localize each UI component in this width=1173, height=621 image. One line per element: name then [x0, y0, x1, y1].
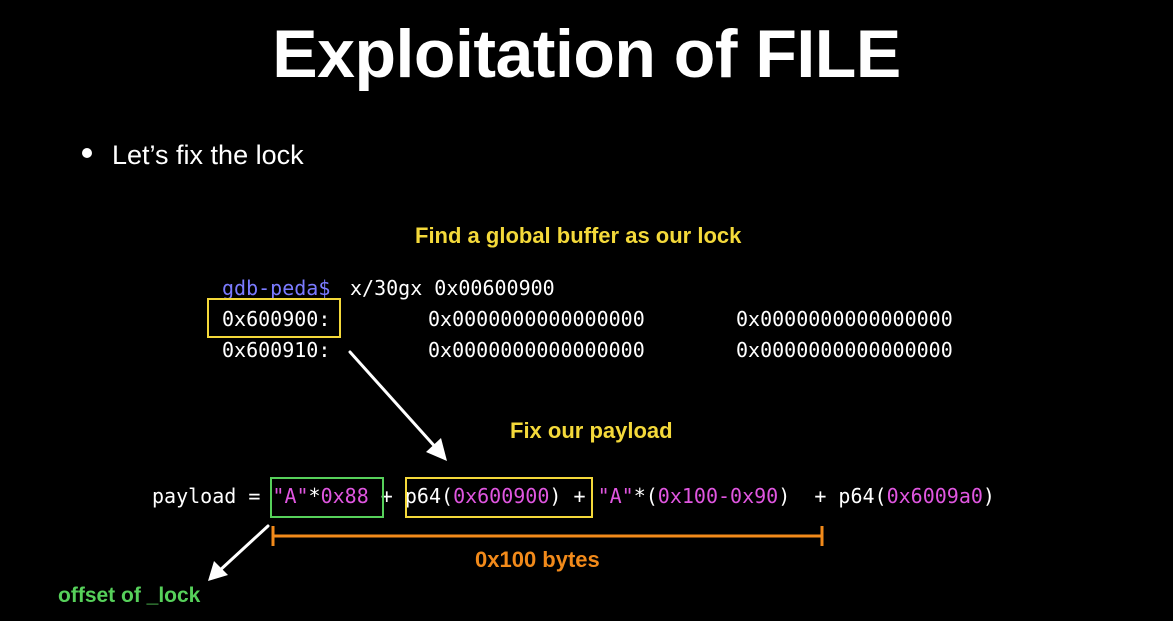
offset-label: offset of _lock [58, 584, 201, 607]
gdb-command: x/30gx 0x00600900 [350, 276, 555, 300]
payload-token: 0x100-0x90 [657, 484, 779, 508]
payload-token: 0x88 [320, 484, 369, 508]
bullet-dot-icon [82, 148, 92, 158]
memory-row-address: 0x600910: [222, 338, 331, 362]
offset-highlight-box [270, 477, 384, 518]
lock-address-highlight-box [207, 298, 341, 338]
fix-payload-heading: Fix our payload [510, 418, 673, 443]
payload-token: * [308, 484, 321, 508]
bytes-bracket-icon [271, 526, 824, 546]
payload-token: 0x600900 [453, 484, 550, 508]
payload-token: "A" [272, 484, 309, 508]
memory-row-value: 0x0000000000000000 [428, 338, 645, 362]
payload-token: payload = [152, 484, 273, 508]
payload-token: ) [778, 484, 791, 508]
memory-row-address: 0x600900: [222, 307, 331, 331]
p64-highlight-box [405, 477, 593, 518]
bytes-label: 0x100 bytes [475, 547, 600, 572]
slide-title: Exploitation of FILE [272, 16, 901, 92]
payload-token: p64( [404, 484, 454, 508]
payload-token: "A" [597, 484, 634, 508]
payload-token: ) [982, 484, 995, 508]
bullet-text: Let’s fix the lock [112, 140, 304, 170]
arrow-to-offset-label-icon [208, 524, 270, 581]
memory-row-value: 0x0000000000000000 [736, 307, 953, 331]
payload-token: 0x6009a0 [886, 484, 983, 508]
payload-code-line: payload = "A"*0x88 + p64(0x600900) + "A"… [152, 484, 995, 508]
find-buffer-heading: Find a global buffer as our lock [415, 223, 742, 248]
payload-token: ) [549, 484, 562, 508]
memory-row-value: 0x0000000000000000 [736, 338, 953, 362]
payload-token: *( [633, 484, 658, 508]
payload-token: + p64( [790, 484, 887, 508]
arrow-to-p64-icon [348, 350, 447, 461]
payload-token: + [561, 484, 598, 508]
gdb-prompt: gdb-peda$ [222, 276, 331, 300]
memory-row-value: 0x0000000000000000 [428, 307, 645, 331]
